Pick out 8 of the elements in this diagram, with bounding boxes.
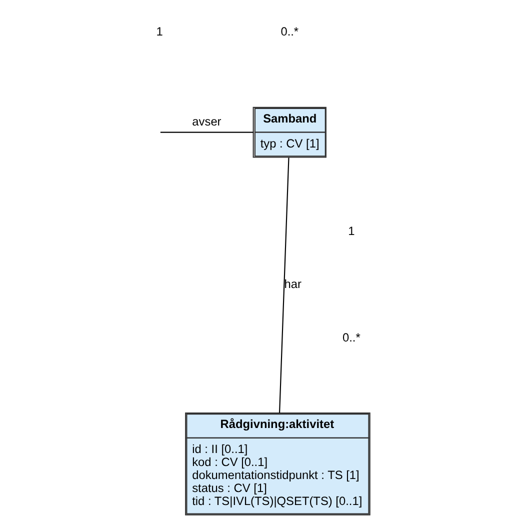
label: 0..* <box>342 330 360 344</box>
edge-label: avser <box>192 114 221 129</box>
edge-label: har <box>284 277 301 292</box>
label: 0..* <box>280 24 298 39</box>
label: 1 <box>156 24 162 39</box>
connector <box>278 158 289 413</box>
connector <box>160 132 253 133</box>
label: 1 <box>348 224 354 238</box>
